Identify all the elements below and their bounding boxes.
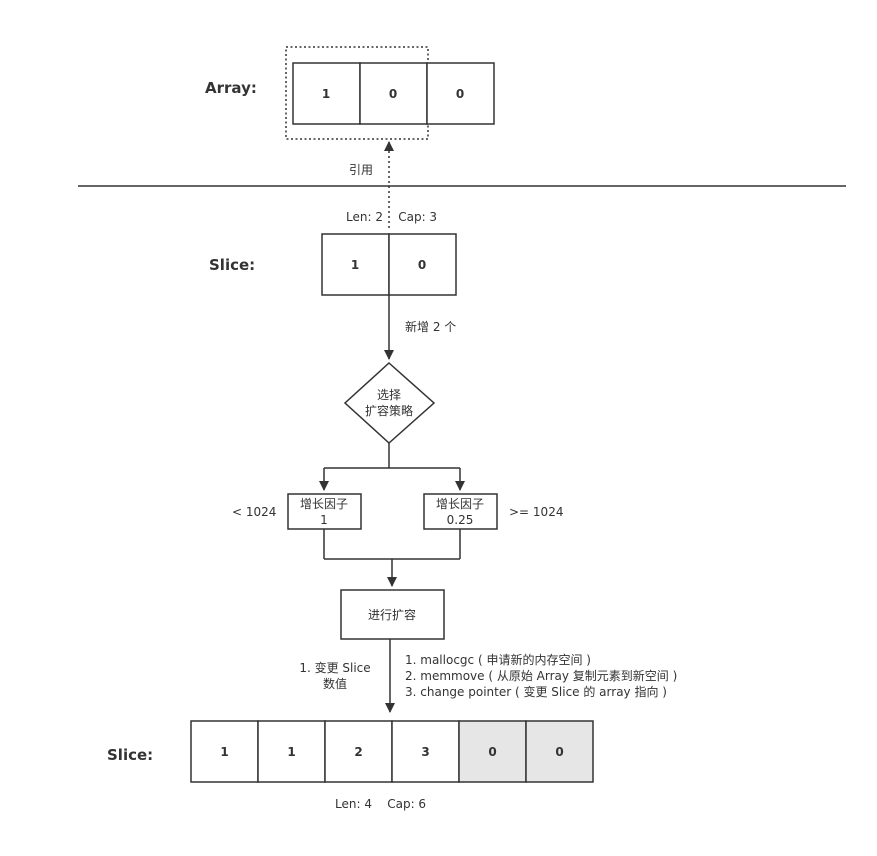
slice2-cell-value: 2 — [354, 745, 362, 759]
slice1-label: Slice: — [209, 256, 255, 274]
left-growth-box — [287, 493, 362, 530]
right-growth-line2: 0.25 — [447, 513, 474, 527]
slice2-meta: Len: 4 Cap: 6 — [335, 797, 426, 811]
change-note-line1: 1. 变更 Slice — [299, 660, 370, 675]
array-cell-value: 0 — [389, 87, 397, 101]
right-condition: >= 1024 — [509, 505, 563, 519]
slice1-cell-0 — [321, 233, 390, 296]
slice2-cell-value: 1 — [287, 745, 295, 759]
array-cell-value: 1 — [322, 87, 330, 101]
add-label: 新增 2 个 — [405, 319, 456, 334]
slice2-cell-value: 1 — [220, 745, 228, 759]
slice2-cell-1 — [257, 720, 326, 783]
decision-line1: 选择 — [377, 388, 401, 402]
slice2-cell-4 — [458, 720, 527, 783]
slice1-cell-value: 0 — [418, 258, 426, 272]
slice2-cell-3 — [391, 720, 460, 783]
slice2-cell-value: 0 — [555, 745, 563, 759]
array-cell-value: 0 — [456, 87, 464, 101]
array-cells: 1 0 0 — [292, 62, 495, 125]
expand-label: 进行扩容 — [368, 607, 416, 622]
array-label: Array: — [205, 79, 257, 97]
right-growth-line1: 增长因子 — [436, 497, 484, 511]
change-note-line2: 数值 — [323, 676, 347, 691]
slice1-cells: 1 0 — [321, 233, 457, 296]
slice2-cells: 1 1 2 3 0 0 — [190, 720, 594, 783]
array-cell-0 — [292, 62, 361, 125]
slice2-label: Slice: — [107, 746, 153, 764]
slice2-cell-value: 3 — [421, 745, 429, 759]
left-condition: < 1024 — [232, 505, 276, 519]
array-cell-2 — [426, 62, 495, 125]
slice1-cell-1 — [388, 233, 457, 296]
reference-label: 引用 — [349, 163, 373, 177]
expand-box — [340, 589, 445, 640]
slice1-meta: Len: 2 Cap: 3 — [346, 210, 437, 224]
step-item: 2. memmove ( 从原始 Array 复制元素到新空间 ) — [405, 668, 677, 683]
step-item: 3. change pointer ( 变更 Slice 的 array 指向 … — [405, 684, 667, 699]
slice2-cell-value: 0 — [488, 745, 496, 759]
step-item: 1. mallocgc ( 申请新的内存空间 ) — [405, 652, 591, 667]
slice1-cell-value: 1 — [351, 258, 359, 272]
left-growth-line1: 增长因子 — [300, 497, 348, 511]
strategy-decision — [343, 361, 436, 445]
left-growth-line2: 1 — [320, 513, 328, 527]
array-cell-1 — [359, 62, 428, 125]
slice2-cell-5 — [525, 720, 594, 783]
decision-line2: 扩容策略 — [365, 403, 413, 418]
